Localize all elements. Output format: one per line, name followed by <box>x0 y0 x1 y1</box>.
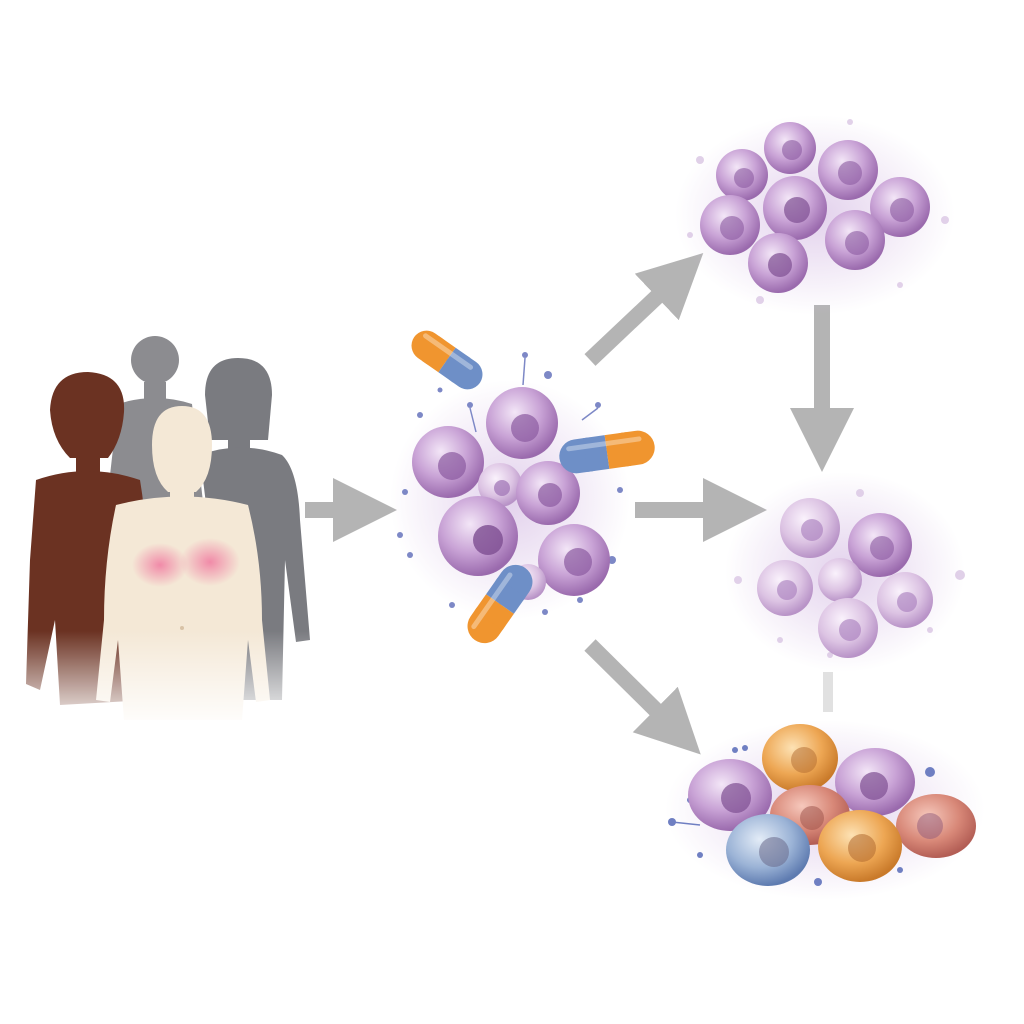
arrow-to-bottom-cluster <box>584 639 701 755</box>
capsule-bottom <box>467 564 533 644</box>
people-group <box>0 336 330 730</box>
tumor-cells <box>412 387 610 600</box>
treated-tumor-cluster <box>390 330 655 644</box>
heterogeneous-resistant-cluster <box>665 720 985 900</box>
arrow-to-top-cluster <box>584 253 704 366</box>
capsule-top-left <box>411 330 483 390</box>
stable-cluster-middle <box>725 472 965 672</box>
capsule-right <box>559 430 655 474</box>
arrows <box>305 253 854 755</box>
responding-cluster-top <box>675 115 955 315</box>
drug-capsules <box>411 330 655 644</box>
